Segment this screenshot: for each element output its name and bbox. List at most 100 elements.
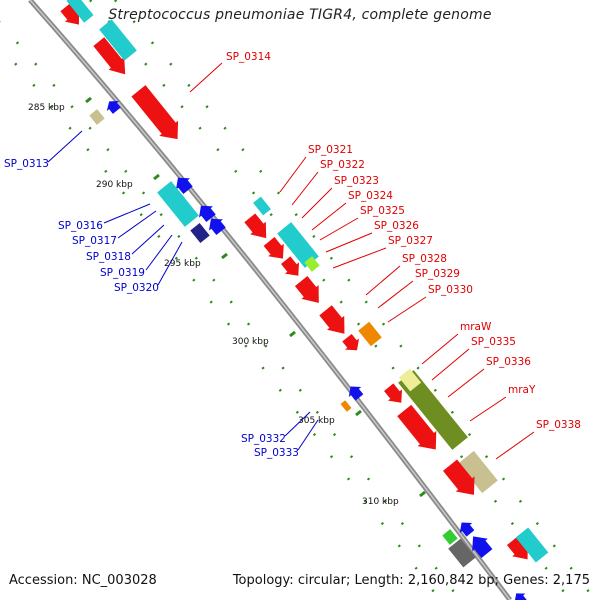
gene-label-sp0322: SP_0322 xyxy=(320,159,365,171)
gene-block xyxy=(190,222,210,244)
gene-block xyxy=(340,400,352,412)
gene-arrow xyxy=(459,522,475,537)
label-leader xyxy=(495,431,535,460)
gene-label-sp0329: SP_0329 xyxy=(415,268,460,280)
gene-label-sp0327: SP_0327 xyxy=(388,235,433,247)
accession-label: Accession: xyxy=(9,573,78,588)
guide-line xyxy=(0,20,461,600)
gene-label-sp0335: SP_0335 xyxy=(471,336,516,348)
map-title: Streptococcus pneumoniae TIGR4, complete… xyxy=(108,7,492,23)
gene-arrow xyxy=(397,404,437,450)
gene-labels: SP_0314SP_0321SP_0322SP_0323SP_0324SP_03… xyxy=(4,51,581,459)
label-leader xyxy=(301,187,333,219)
topology-line: Topology: circular; Length: 2,160,842 bp… xyxy=(232,573,590,588)
scale-tick xyxy=(85,96,92,104)
gene-block xyxy=(448,538,476,568)
scale-label: 305 kbp xyxy=(298,416,335,426)
gene-label-sp0319: SP_0319 xyxy=(100,267,145,279)
gene-arrow-sp0314 xyxy=(131,85,179,140)
scale-tick xyxy=(221,252,228,260)
label-leader xyxy=(131,224,165,255)
gene-label-sp0323: SP_0323 xyxy=(334,175,379,187)
gene-block xyxy=(277,222,319,268)
label-leader xyxy=(145,234,173,271)
gene-block xyxy=(66,0,94,23)
gene-label-sp0317: SP_0317 xyxy=(72,235,117,247)
label-leader xyxy=(421,333,459,365)
gene-block xyxy=(253,196,271,216)
label-leader xyxy=(447,368,485,398)
gene-arrow xyxy=(443,459,475,495)
label-leader xyxy=(103,203,151,224)
label-leader xyxy=(431,348,470,381)
label-leader xyxy=(311,202,347,231)
guide-line xyxy=(0,43,441,600)
gene-arrow xyxy=(93,37,126,75)
gene-arrow xyxy=(348,386,364,401)
gene-block xyxy=(458,450,498,494)
label-leader xyxy=(47,130,83,163)
gene-arrow xyxy=(281,256,300,276)
label-leader xyxy=(377,280,414,309)
gene-block-mraw xyxy=(398,370,468,450)
scale-label: 295 kbp xyxy=(164,259,201,269)
gene-block xyxy=(99,19,137,61)
gene-label-sp0325: SP_0325 xyxy=(360,205,405,217)
gene-label-sp0313: SP_0313 xyxy=(4,158,49,170)
gene-block xyxy=(515,527,549,563)
scale-tick xyxy=(153,173,160,181)
scale-label: 310 kbp xyxy=(362,497,399,507)
scale-label: 300 kbp xyxy=(232,337,269,347)
gene-label-sp0320: SP_0320 xyxy=(114,282,159,294)
label-leader xyxy=(157,241,183,286)
gene-arrow xyxy=(60,3,80,25)
genes-value: 2,175 xyxy=(552,573,590,588)
gene-label-sp0318: SP_0318 xyxy=(86,251,131,263)
scale-tick xyxy=(289,330,296,338)
gene-arrow xyxy=(472,536,493,558)
label-leaders xyxy=(47,62,535,460)
gene-label-sp0330: SP_0330 xyxy=(428,284,473,296)
gene-arrow xyxy=(198,205,216,223)
gene-arrow xyxy=(506,536,528,560)
label-leader xyxy=(279,156,307,193)
gene-arrow xyxy=(263,237,284,259)
gene-arrow xyxy=(175,177,193,195)
gene-arrow xyxy=(342,333,360,351)
gene-label-sp0316: SP_0316 xyxy=(58,220,103,232)
label-leader xyxy=(332,247,387,269)
gene-arrow xyxy=(208,218,226,236)
label-leader xyxy=(365,265,401,296)
gene-block xyxy=(304,256,320,272)
label-leader xyxy=(117,210,157,239)
label-leader xyxy=(319,217,359,241)
gene-arrow xyxy=(384,383,403,403)
gene-label-sp0324: SP_0324 xyxy=(348,190,393,202)
gene-arrow xyxy=(294,276,319,303)
gene-label-sp0326: SP_0326 xyxy=(374,220,419,232)
gene-label-mray: mraY xyxy=(508,384,536,396)
scale-tick xyxy=(355,409,362,417)
topology-label: Topology: xyxy=(232,573,294,588)
gene-label-sp0332: SP_0332 xyxy=(241,433,286,445)
gene-block xyxy=(89,109,105,125)
gene-label-mraw: mraW xyxy=(460,321,492,333)
gene-block xyxy=(157,181,199,227)
scale-tick xyxy=(419,490,426,498)
gene-label-sp0336: SP_0336 xyxy=(486,356,531,368)
gene-label-sp0338: SP_0338 xyxy=(536,419,581,431)
label-leader xyxy=(189,62,223,93)
gene-arrow xyxy=(106,100,121,114)
genes-label: Genes: xyxy=(503,573,549,588)
label-leader xyxy=(297,419,319,451)
length-label: Length: xyxy=(354,573,404,588)
label-leader xyxy=(469,396,507,422)
label-leader xyxy=(284,411,311,437)
topology-value: circular xyxy=(297,573,346,588)
backbone xyxy=(28,0,512,600)
length-value: 2,160,842 bp xyxy=(407,573,495,588)
accession-value: NC_003028 xyxy=(81,573,157,588)
guide-line xyxy=(114,0,596,600)
gene-arrow xyxy=(319,305,345,334)
